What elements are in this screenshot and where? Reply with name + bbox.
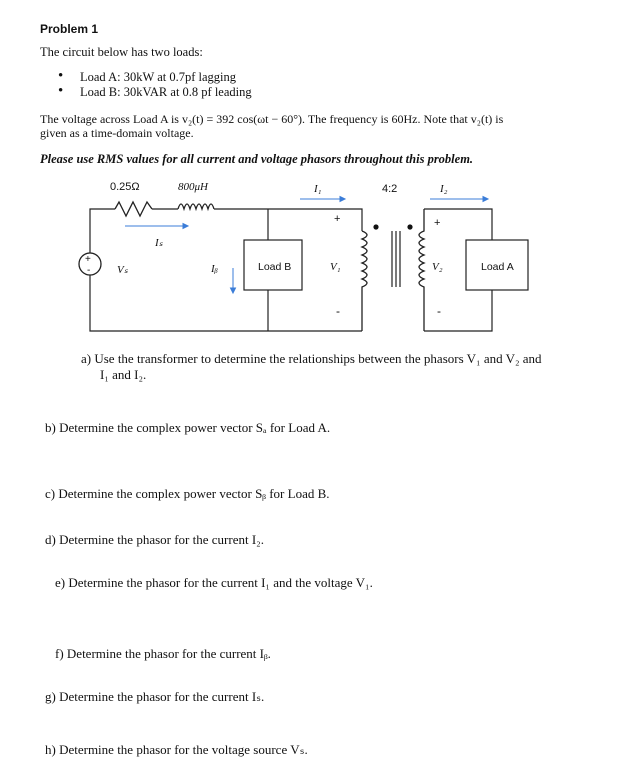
bottom-wire [89, 275, 362, 332]
intro-text: The circuit below has two loads: [40, 45, 203, 59]
v2-label: V₂ [432, 261, 443, 273]
inductor-label: 800μH [178, 181, 209, 193]
resistor-label: 0.25Ω [110, 181, 140, 193]
primary-dot [373, 224, 379, 230]
i1-arrow [300, 195, 347, 203]
vs-label: Vₛ [117, 264, 129, 276]
i2-arrow [430, 195, 490, 203]
load-b-box [243, 239, 303, 291]
v1-minus: - [336, 304, 340, 318]
secondary-bottom-wire [424, 290, 493, 332]
load-a-label: Load A [481, 261, 514, 273]
resistor [114, 200, 153, 218]
ratio-label: 4:2 [382, 183, 397, 195]
ib-label: Iᵦ [210, 263, 218, 275]
question-a-line1: a) Use the transformer to determine the … [81, 351, 542, 366]
loads-list: Load A: 30kW at 0.7pf lagging Load B: 30… [58, 69, 252, 100]
secondary-top-wire [424, 208, 493, 240]
load-b-label: Load B [258, 261, 291, 273]
rms-note: Please use RMS values for all current an… [40, 152, 474, 166]
question-b: b) Determine the complex power vector Sₐ… [45, 420, 331, 435]
source-minus: - [87, 265, 90, 276]
question-c: c) Determine the complex power vector Sᵦ… [45, 486, 330, 501]
v2-minus: - [437, 304, 441, 318]
inductor [177, 203, 215, 212]
voltage-description-line1: The voltage across Load A is v₂(t) = 392… [40, 112, 504, 126]
list-item: Load A: 30kW at 0.7pf lagging [58, 69, 252, 85]
secondary-winding [418, 209, 426, 331]
voltage-description-line2: given as a time-domain voltage. [40, 126, 194, 140]
i2-label: I₂ [439, 183, 448, 195]
v1-plus: + [334, 213, 340, 225]
secondary-dot [407, 224, 413, 230]
is-arrow [125, 222, 190, 230]
is-label: Iₛ [154, 237, 164, 249]
question-a-line2: I₁ and I₂. [100, 367, 147, 382]
circuit-diagram: 0.25Ω 800μH I₁ 4:2 I₂ Load B + V₁ - [78, 181, 529, 332]
problem-title: Problem 1 [40, 22, 99, 36]
question-h: h) Determine the phasor for the voltage … [45, 742, 308, 757]
question-d: d) Determine the phasor for the current … [45, 532, 264, 547]
primary-winding [360, 230, 368, 331]
v2-plus: + [434, 217, 440, 229]
ib-arrow [229, 268, 237, 295]
list-item: Load B: 30kVAR at 0.8 pf leading [58, 84, 252, 100]
question-g: g) Determine the phasor for the current … [45, 689, 265, 704]
question-f: f) Determine the phasor for the current … [55, 646, 271, 661]
top-wire-left [89, 208, 115, 253]
source-plus: + [85, 254, 91, 265]
top-wire-mid [214, 208, 363, 231]
question-e: e) Determine the phasor for the current … [55, 575, 373, 590]
v1-label: V₁ [330, 261, 341, 273]
load-a-box [465, 239, 529, 291]
i1-label: I₁ [313, 183, 322, 195]
voltage-source [78, 252, 102, 276]
